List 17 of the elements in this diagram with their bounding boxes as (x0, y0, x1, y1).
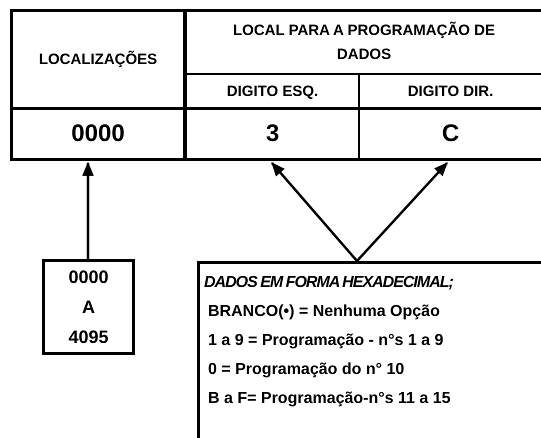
note-heading: DADOS EM FORMA HEXADECIMAL; (204, 273, 453, 293)
legend-box (197, 261, 541, 438)
value-cell: C (360, 110, 541, 161)
note-line: 0 = Programação do n° 10 (208, 360, 404, 380)
value-cell: 3 (185, 110, 360, 161)
arrow (82, 162, 94, 259)
column-header: DIGITO ESQ. (185, 75, 360, 110)
note-line: B a F= Programação-n°s 11 a 15 (208, 389, 451, 409)
column-header: LOCAL PARA A PROGRAMAÇÃO DE DADOS (185, 9, 541, 75)
range-box: 0000 A 4095 (42, 259, 135, 355)
note-line: BRANCO(•) = Nenhuma Opção (208, 302, 440, 322)
arrow (271, 162, 358, 262)
arrow (356, 162, 448, 262)
value-cell: 0000 (10, 110, 185, 161)
note-line: 1 a 9 = Programação - n°s 1 a 9 (208, 331, 444, 351)
column-header: LOCALIZAÇÕES (10, 9, 185, 110)
column-header: DIGITO DIR. (360, 75, 541, 110)
